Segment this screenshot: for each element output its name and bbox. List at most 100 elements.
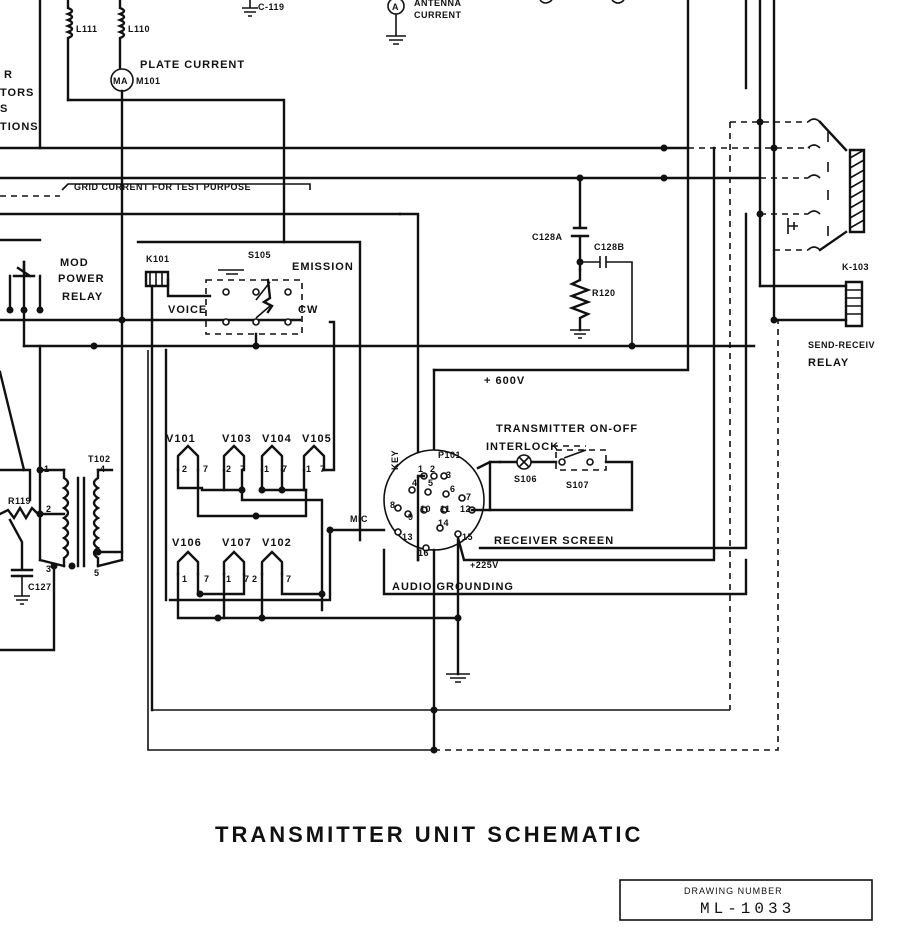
label-mic: MIC <box>350 514 368 524</box>
pin-13-label: 13 <box>402 532 413 542</box>
v105-pin-1: 1 <box>306 464 312 474</box>
label-send-receive-1: SEND-RECEIV <box>808 340 875 350</box>
label-v104: V104 <box>262 433 292 445</box>
label-k103: K-103 <box>842 262 869 272</box>
label-r120: R120 <box>592 288 616 298</box>
label-left-frag-2: TORS <box>0 87 34 99</box>
tube-row-upper: V101 V103 V104 V105 2 7 2 7 1 7 1 7 <box>166 433 336 612</box>
drawing-number: ML-1033 <box>700 900 795 918</box>
pin-1-label: 1 <box>418 464 424 474</box>
label-v107: V107 <box>222 537 252 549</box>
t102-pin-2: 2 <box>46 504 52 514</box>
v104-pin-7: 7 <box>282 464 288 474</box>
label-c119: C-119 <box>258 2 285 12</box>
s105-emission-switch: S105 EMISSION VOICE CW <box>168 250 354 470</box>
pin-12-label: 12 <box>460 504 471 514</box>
top-coils-group: L111 L110 <box>38 0 286 244</box>
label-cw: CW <box>298 304 318 316</box>
label-c127: C127 <box>28 582 52 592</box>
drawing-number-caption: DRAWING NUMBER <box>684 886 783 896</box>
label-left-frag-3: S <box>0 103 8 115</box>
pin-5-label: 5 <box>428 478 434 488</box>
label-mod-2: POWER <box>58 273 105 285</box>
t102-pin-3: 3 <box>46 564 52 574</box>
pin-14-label: 14 <box>438 518 449 528</box>
label-l110: L110 <box>128 24 150 34</box>
label-v101: V101 <box>166 433 196 445</box>
label-grid-current: GRID CURRENT FOR TEST PURPOSE <box>74 182 251 192</box>
pin-2-label: 2 <box>430 464 436 474</box>
v107-pin-7: 7 <box>244 574 250 584</box>
label-l111: L111 <box>76 24 98 34</box>
label-v106: V106 <box>172 537 202 549</box>
label-plus-600v: + 600V <box>484 375 525 387</box>
v102-pin-7: 7 <box>286 574 292 584</box>
label-s107: S107 <box>566 480 589 490</box>
pin-4-label: 4 <box>412 478 418 488</box>
t102-pin-5: 5 <box>94 568 100 578</box>
schematic-title: TRANSMITTER UNIT SCHEMATIC <box>215 822 643 847</box>
pin-9-label: 9 <box>408 512 414 522</box>
v106-pin-7: 7 <box>204 574 210 584</box>
v102-pin-2: 2 <box>252 574 258 584</box>
label-plate-current: PLATE CURRENT <box>140 59 245 71</box>
c119-ground: C-119 <box>242 0 285 17</box>
c128-r120-network: C128A C128B R120 <box>532 144 668 350</box>
label-receiver-screen: RECEIVER SCREEN <box>494 535 614 547</box>
antenna-current-meter: A ANTENNA CURRENT <box>386 0 462 45</box>
v106-pin-1: 1 <box>182 574 188 584</box>
label-m101: M101 <box>136 76 161 86</box>
label-t102: T102 <box>88 454 111 464</box>
p101-connector: + 600V KEY P101 1 2 3 4 5 6 7 8 9 10 11 … <box>168 146 748 752</box>
mod-power-relay: MOD POWER RELAY <box>6 257 126 350</box>
top-right-wires <box>686 0 776 322</box>
pin-7-label: 7 <box>466 492 472 502</box>
label-s105: S105 <box>248 250 271 260</box>
label-r119: R119 <box>8 496 31 506</box>
drawing-number-box: DRAWING NUMBER ML-1033 <box>619 879 873 921</box>
bottom-return-bus <box>147 320 779 754</box>
v105-pin-7: 7 <box>320 464 326 474</box>
label-antenna-a: A <box>392 2 399 12</box>
label-mod-1: MOD <box>60 257 89 269</box>
label-c128a: C128A <box>532 232 563 242</box>
label-voice: VOICE <box>168 304 207 316</box>
label-send-receive-2: RELAY <box>808 357 849 369</box>
label-antenna-1: ANTENNA <box>414 0 462 8</box>
left-fragment-labels: R TORS S TIONS <box>0 69 39 133</box>
tube-row-lower: V106 V107 V102 1 7 1 7 2 7 <box>164 348 460 622</box>
pin-15-label: 15 <box>462 532 473 542</box>
label-c128b: C128B <box>594 242 625 252</box>
k101-relay: K101 <box>144 254 212 712</box>
label-antenna-2: CURRENT <box>414 10 462 20</box>
pin-8-label: 8 <box>390 500 396 510</box>
label-transmitter-on-off: TRANSMITTER ON-OFF <box>496 423 638 435</box>
t102-transformer: T102 1 4 2 3 5 R119 C127 <box>0 344 124 652</box>
v103-pin-2: 2 <box>226 464 232 474</box>
label-ma: MA <box>113 76 128 86</box>
top-right-arcs <box>539 0 625 4</box>
label-audio-grounding: AUDIO GROUNDING <box>392 581 514 593</box>
label-emission: EMISSION <box>292 261 354 273</box>
label-v103: V103 <box>222 433 252 445</box>
k103-send-receive-relay: K-103 SEND-RECEIV RELAY <box>729 118 875 710</box>
label-left-frag-4: TIONS <box>0 121 39 133</box>
plate-current-meter: MA M101 PLATE CURRENT <box>110 59 245 562</box>
v104-pin-1: 1 <box>264 464 270 474</box>
label-s106: S106 <box>514 474 537 484</box>
label-p101: P101 <box>438 450 461 460</box>
label-left-frag-1: R <box>4 69 13 81</box>
pin-11-label: 11 <box>440 504 451 514</box>
grid-current-bracket <box>61 183 311 191</box>
label-key: KEY <box>390 450 400 470</box>
pin-16-label: 16 <box>418 548 429 558</box>
label-v105: V105 <box>302 433 332 445</box>
v101-pin-2: 2 <box>182 464 188 474</box>
v107-pin-1: 1 <box>226 574 232 584</box>
pin-10-label: 10 <box>420 504 431 514</box>
transmitter-on-off: TRANSMITTER ON-OFF INTERLOCK S106 S107 <box>486 423 638 512</box>
pin-6-label: 6 <box>450 484 456 494</box>
label-v102: V102 <box>262 537 292 549</box>
label-k101: K101 <box>146 254 170 264</box>
